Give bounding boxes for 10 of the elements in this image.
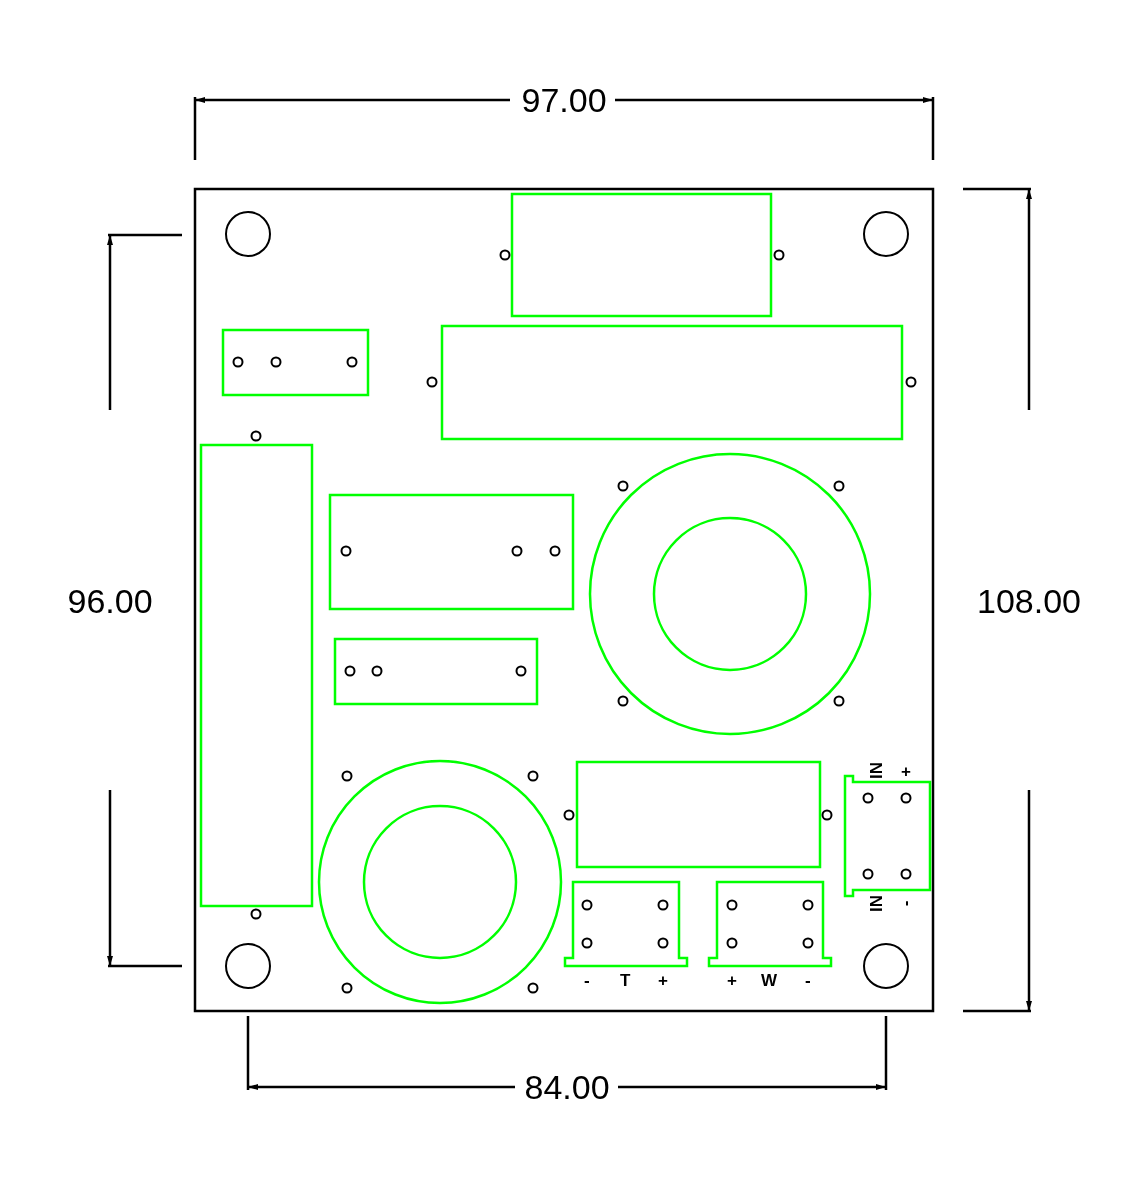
- terminal-label: +: [727, 971, 737, 989]
- terminal-label: IN: [867, 894, 885, 912]
- terminal-label: -: [584, 971, 590, 989]
- terminal-label: T: [620, 971, 631, 989]
- terminal-label: -: [897, 900, 915, 906]
- terminal-label: W: [761, 971, 778, 989]
- terminal-label: +: [658, 971, 668, 989]
- terminal-label: IN: [867, 761, 885, 779]
- terminal-label: -: [805, 971, 811, 989]
- terminal-label: +: [901, 762, 911, 780]
